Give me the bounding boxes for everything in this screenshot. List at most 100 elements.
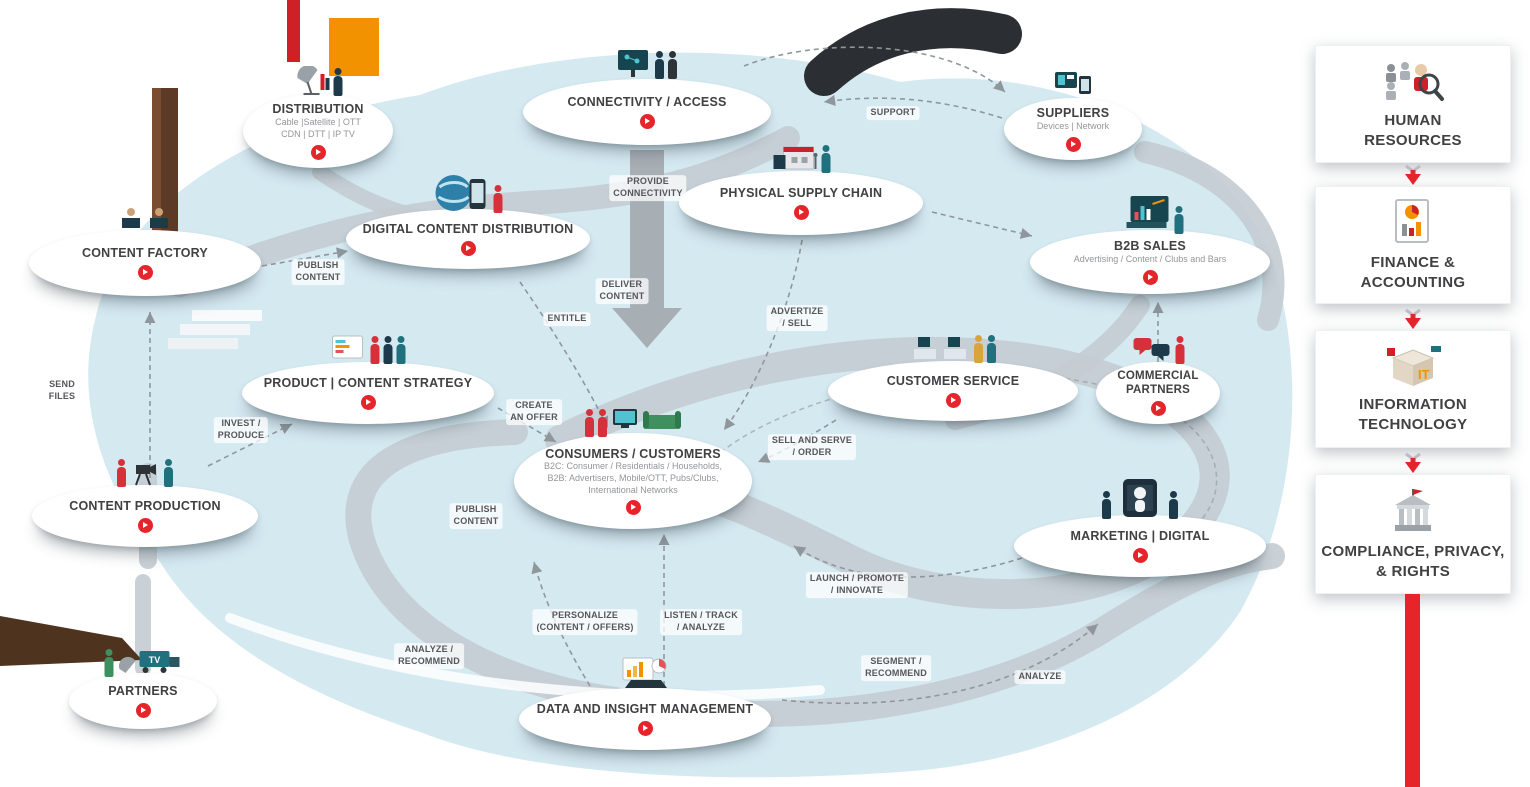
edge-label-line: CONTENT xyxy=(599,291,645,301)
play-button[interactable] xyxy=(639,113,655,129)
play-button[interactable] xyxy=(137,517,153,533)
edge-label-line: LISTEN / TRACK xyxy=(664,610,738,621)
node-label: PARTNERS xyxy=(108,684,178,699)
sidebar-title-line: & RIGHTS xyxy=(1375,562,1451,580)
sidebar-title-line: TECHNOLOGY xyxy=(1358,415,1468,433)
edge-label-line: SELL AND SERVE xyxy=(771,435,853,446)
node-customer-service[interactable]: CUSTOMER SERVICE xyxy=(828,335,1078,421)
play-button[interactable] xyxy=(460,240,476,256)
edge-label-line: PRODUCE xyxy=(217,430,265,440)
edge-label-line: SEND xyxy=(49,379,75,390)
node-data-insight-management[interactable]: DATA AND INSIGHT MANAGEMENT xyxy=(519,657,771,750)
node-sublabel: Advertising / Content / Clubs and Bars xyxy=(1073,254,1227,265)
edge-label-line: PUBLISH xyxy=(455,504,497,515)
compliance-red-line xyxy=(1405,594,1420,787)
edge-label-line: ADVERTIZE xyxy=(770,306,824,317)
edge-label-line: ENTITLE xyxy=(547,313,587,324)
edge-label-advertize-sell: ADVERTIZE / SELL xyxy=(766,305,828,331)
node-label: CONTENT PRODUCTION xyxy=(69,499,221,514)
node-consumers-customers[interactable]: CONSUMERS / CUSTOMERS B2C: Consumer / Re… xyxy=(514,409,752,529)
map-blob xyxy=(88,52,1293,778)
node-distribution[interactable]: DISTRIBUTION Cable |Satellite | OTT CDN … xyxy=(243,66,393,168)
sidebar-box-information-technology[interactable]: IT INFORMATION TECHNOLOGY xyxy=(1315,330,1511,448)
node-marketing-digital[interactable]: MARKETING | DIGITAL xyxy=(1014,479,1266,577)
node-physical-supply-chain[interactable]: PHYSICAL SUPPLY CHAIN xyxy=(679,145,923,235)
sidebar-title-line: ACCOUNTING xyxy=(1360,273,1466,291)
sidebar-box-human-resources[interactable]: HUMAN RESOURCES xyxy=(1315,45,1511,163)
edge-label-provide-connectivity: PROVIDE CONNECTIVITY xyxy=(609,175,687,201)
edge-label-launch-promote-innovate: LAUNCH / PROMOTE / INNOVATE xyxy=(805,572,909,598)
edge-label-personalize-content-offers: PERSONALIZE (CONTENT / OFFERS) xyxy=(532,609,638,635)
node-commercial-partners[interactable]: COMMERCIAL PARTNERS xyxy=(1096,336,1220,424)
flow-down-arrow xyxy=(1405,308,1421,329)
edge-label-line: PROVIDE xyxy=(627,176,669,187)
edge-label-line: ANALYZE / xyxy=(404,644,454,655)
node-label: CONTENT FACTORY xyxy=(82,246,208,261)
node-connectivity-access[interactable]: CONNECTIVITY / ACCESS xyxy=(523,50,771,145)
edge-label-line: FILES xyxy=(48,391,76,401)
edge-label-line: / ANALYZE xyxy=(676,622,726,632)
play-button[interactable] xyxy=(1142,269,1158,285)
node-label: CUSTOMER SERVICE xyxy=(886,374,1020,389)
edge-label-line: RECOMMEND xyxy=(865,668,927,678)
node-label: B2B SALES xyxy=(1114,239,1186,254)
node-product-content-strategy[interactable]: PRODUCT | CONTENT STRATEGY xyxy=(242,335,494,424)
node-label: MARKETING | DIGITAL xyxy=(1070,529,1210,544)
play-button[interactable] xyxy=(1150,401,1166,417)
edge-label-line: CONTENT xyxy=(295,272,341,282)
play-button[interactable] xyxy=(135,702,151,718)
play-button[interactable] xyxy=(310,144,326,160)
node-label: PHYSICAL SUPPLY CHAIN xyxy=(719,186,883,201)
edge-label-listen-track-analyze: LISTEN / TRACK / ANALYZE xyxy=(660,609,742,635)
edge-label-line: CONNECTIVITY xyxy=(613,188,683,198)
edge-label-line: LAUNCH / PROMOTE xyxy=(809,573,905,584)
edge-label-publish-content-bottom: PUBLISH CONTENT xyxy=(449,503,503,529)
node-b2b-sales[interactable]: B2B SALES Advertising / Content / Clubs … xyxy=(1030,196,1270,294)
node-sublabel: B2B: Advertisers, Mobile/OTT, Pubs/Clubs… xyxy=(547,473,719,484)
play-button[interactable] xyxy=(137,264,153,280)
edge-label-line: / SELL xyxy=(782,318,812,328)
play-button[interactable] xyxy=(793,204,809,220)
sidebar-box-finance-accounting[interactable]: FINANCE & ACCOUNTING xyxy=(1315,186,1511,304)
edge-label-create-an-offer: CREATE AN OFFER xyxy=(506,399,562,425)
sidebar-title-line: FINANCE & xyxy=(1370,254,1456,271)
node-sublabel: B2C: Consumer / Residentials / Household… xyxy=(543,461,723,472)
sidebar-title-line: COMPLIANCE, PRIVACY, xyxy=(1321,543,1505,560)
edge-label-entitle: ENTITLE xyxy=(543,312,591,326)
node-content-factory[interactable]: CONTENT FACTORY xyxy=(29,208,261,296)
play-button[interactable] xyxy=(1132,547,1148,563)
edge-label-line: PUBLISH xyxy=(297,260,339,271)
play-button[interactable] xyxy=(625,500,641,516)
node-sublabel: International Networks xyxy=(588,484,678,495)
flow-down-arrow xyxy=(1405,452,1421,473)
play-button[interactable] xyxy=(637,720,653,736)
flow-down-arrow xyxy=(1405,164,1421,185)
edge-label-line: INVEST / xyxy=(221,418,261,429)
edge-label-line: ANALYZE xyxy=(1018,671,1062,682)
edge-label-send-files: SEND FILES xyxy=(44,378,80,404)
node-label: PRODUCT | CONTENT STRATEGY xyxy=(263,376,473,391)
node-sublabel: Devices | Network xyxy=(1036,121,1110,132)
edge-label-line: AN OFFER xyxy=(510,412,558,422)
node-label: COMMERCIAL PARTNERS xyxy=(1117,369,1199,396)
play-button[interactable] xyxy=(360,394,376,410)
node-label: DIGITAL CONTENT DISTRIBUTION xyxy=(362,222,574,237)
play-button[interactable] xyxy=(1065,136,1081,152)
edge-label-deliver-content: DELIVER CONTENT xyxy=(595,278,649,304)
node-digital-content-distribution[interactable]: DIGITAL CONTENT DISTRIBUTION xyxy=(346,175,590,269)
node-content-production[interactable]: CONTENT PRODUCTION xyxy=(32,459,258,547)
edge-label-support: SUPPORT xyxy=(866,106,920,120)
finance-report-icon xyxy=(1395,199,1429,243)
edge-label-line: SUPPORT xyxy=(870,107,916,118)
edge-label-line: (CONTENT / OFFERS) xyxy=(536,622,634,632)
play-button[interactable] xyxy=(945,392,961,408)
node-suppliers[interactable]: SUPPLIERS Devices | Network xyxy=(1004,72,1142,160)
node-partners[interactable]: TV PARTNERS xyxy=(69,649,217,729)
edge-label-segment-recommend: SEGMENT / RECOMMEND xyxy=(861,655,931,681)
edge-label-analyze-recommend: ANALYZE / RECOMMEND xyxy=(394,643,464,669)
edge-label-invest-produce: INVEST / PRODUCE xyxy=(213,417,269,443)
node-label: DATA AND INSIGHT MANAGEMENT xyxy=(536,702,754,717)
node-sublabel: Cable |Satellite | OTT xyxy=(275,117,361,128)
sidebar-box-compliance-privacy-rights[interactable]: COMPLIANCE, PRIVACY, & RIGHTS xyxy=(1315,474,1511,594)
edge-label-line: DELIVER xyxy=(601,279,643,290)
